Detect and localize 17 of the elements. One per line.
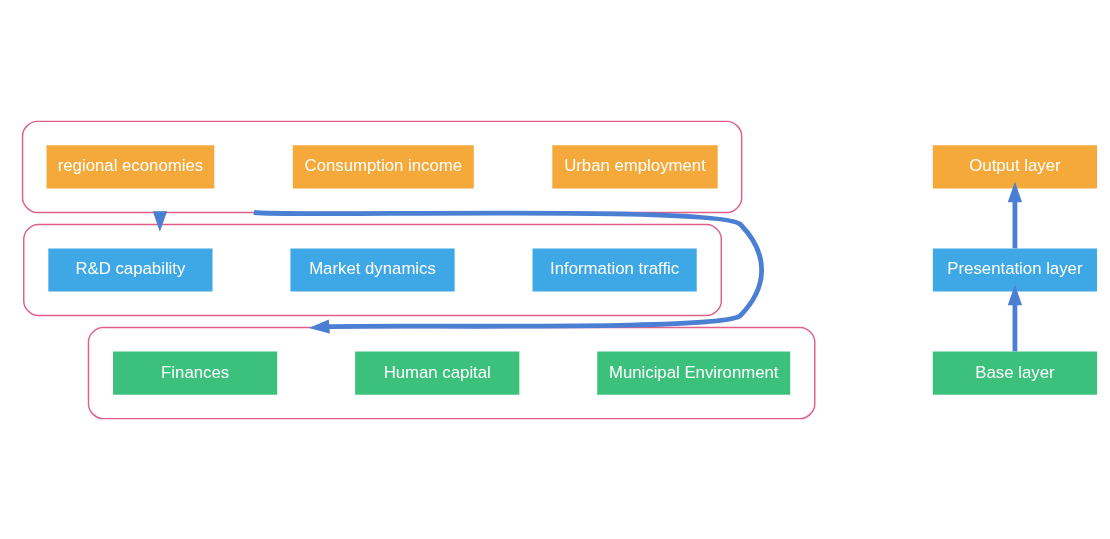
node-box: Information traffic [532, 247, 697, 292]
node-box: Municipal Environment [597, 351, 791, 395]
cluster [87, 326, 816, 419]
node-box: Base layer [932, 351, 1098, 395]
node-box: Urban employment [552, 144, 718, 188]
node-box: regional economies [46, 144, 215, 188]
cluster [23, 223, 722, 316]
node-box: Presentation layer [932, 247, 1098, 292]
node-box: Output layer [932, 144, 1098, 188]
arrow [1007, 284, 1023, 351]
node-box: Market dynamics [290, 247, 455, 292]
node-box: Finances [113, 351, 278, 395]
arrow [253, 209, 764, 334]
node-box: R&D capability [48, 247, 213, 292]
arrow [1007, 181, 1023, 248]
node-box: Human capital [355, 351, 520, 395]
node-box: Consumption income [292, 144, 474, 188]
